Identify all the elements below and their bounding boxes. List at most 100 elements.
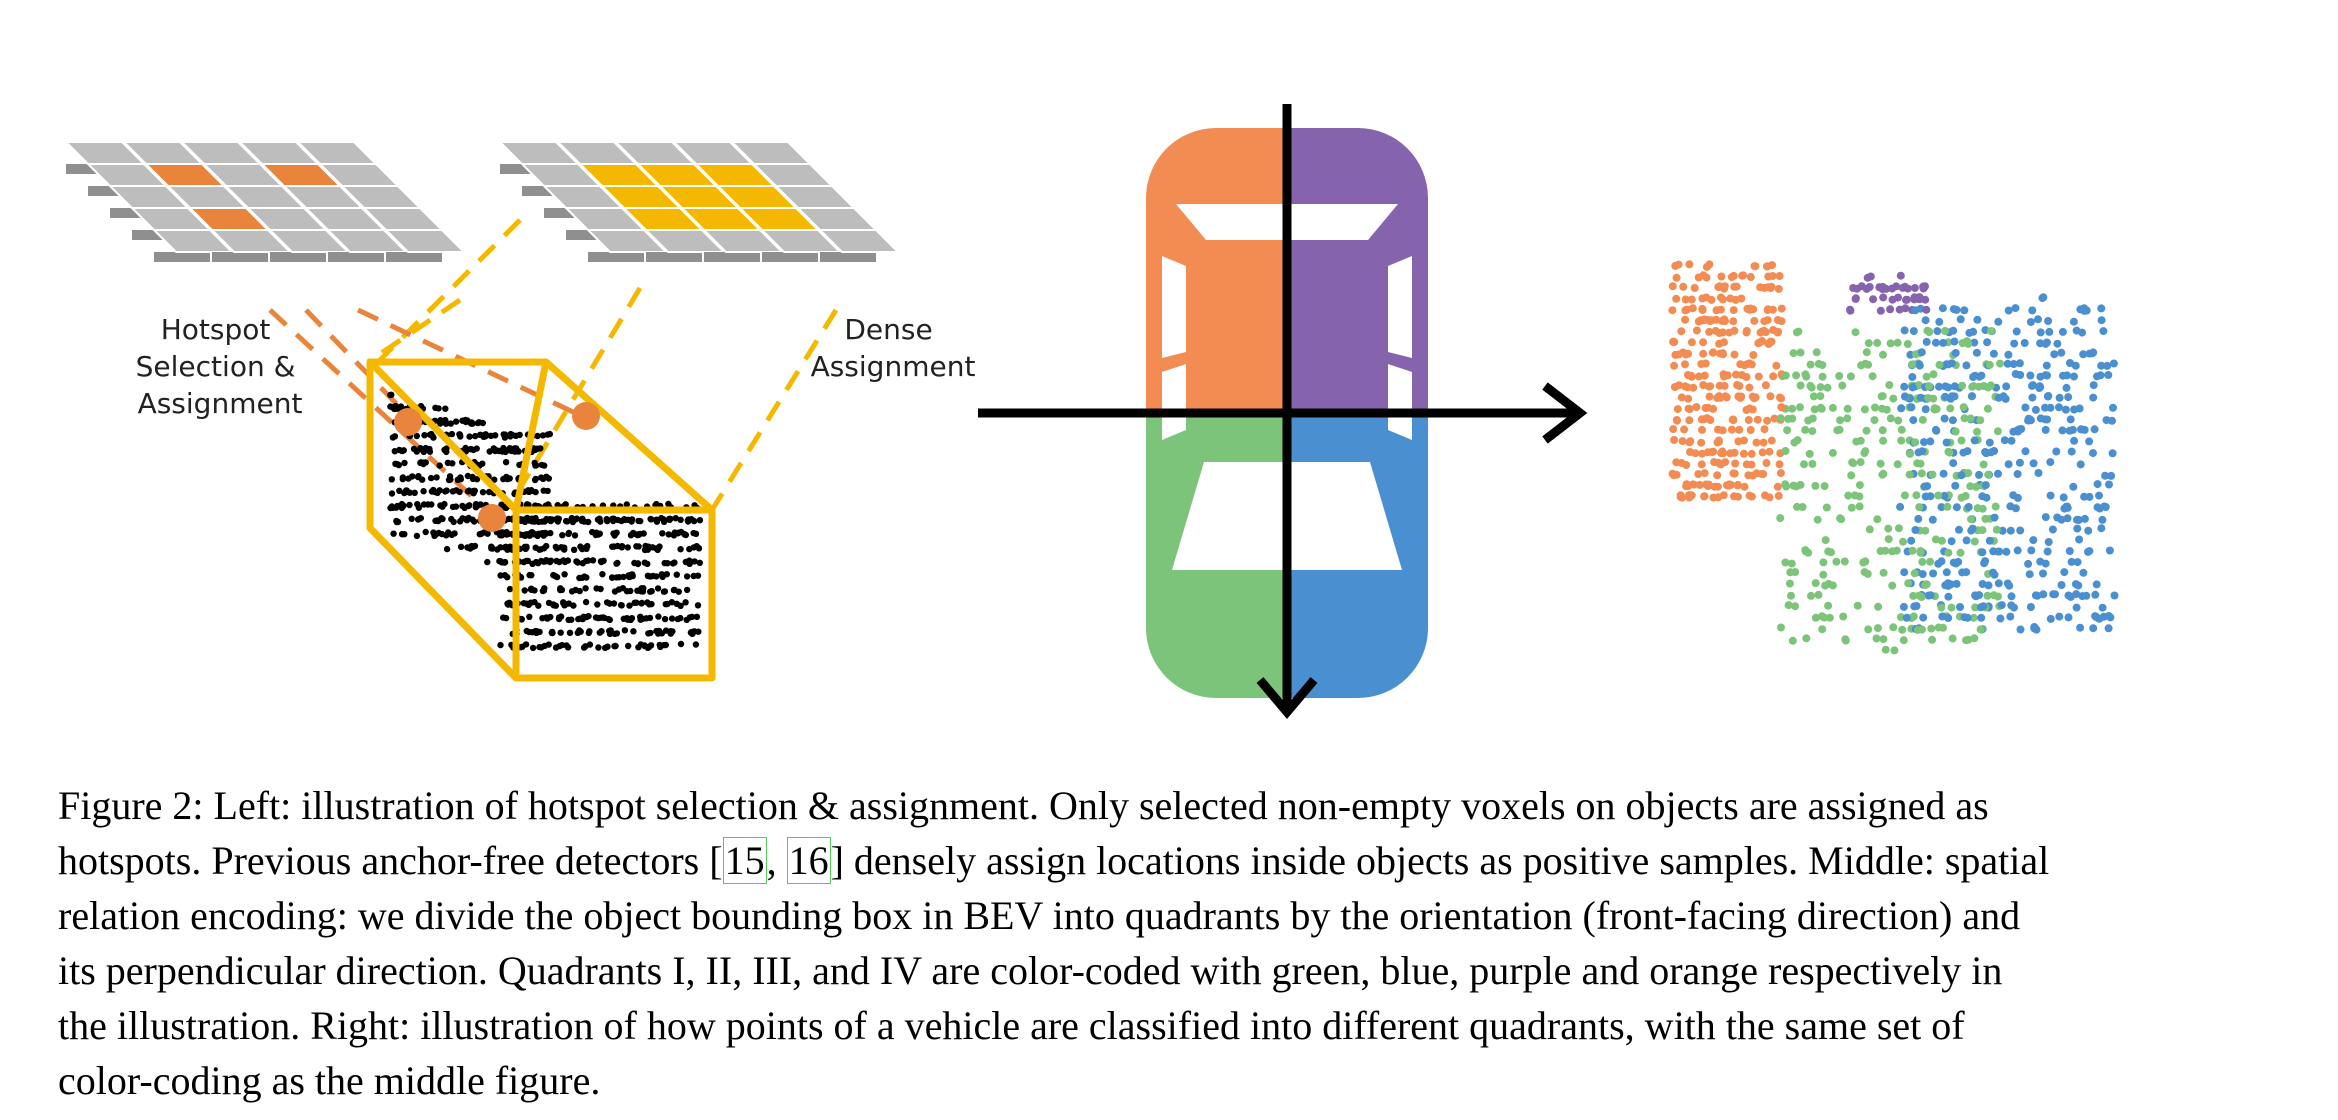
lidar-point [1926,437,1935,446]
lidar-point [1977,371,1986,380]
lidar-point [625,642,632,650]
lidar-point [2089,381,2098,390]
lidar-point [1784,601,1793,610]
lidar-point [566,629,574,636]
lidar-point [1879,293,1888,302]
lidar-point [525,488,533,495]
lidar-point [2017,425,2026,433]
lidar-point [2075,404,2084,413]
lidar-point [1821,536,1830,545]
lidar-point [1807,383,1816,392]
lidar-point [1868,372,1877,381]
lidar-point [1882,284,1891,293]
lidar-point [2064,591,2073,600]
lidar-point [1818,625,1827,634]
lidar-point [1778,403,1786,412]
lidar-point [409,473,416,480]
lidar-point [539,518,546,525]
lidar-point [401,531,408,538]
lidar-point [543,542,550,550]
lidar-point [583,545,590,552]
lidar-point [573,558,580,565]
lidar-point [1670,383,1679,391]
lidar-point [2073,524,2082,533]
lidar-point [1668,282,1677,291]
lidar-point [1908,360,1917,369]
lidar-point [648,600,655,608]
lidar-point [497,544,504,551]
lidar-point [1730,448,1739,457]
lidar-point [1722,393,1731,402]
lidar-point [421,432,428,439]
lidar-point [1701,404,1710,412]
lidar-point [635,644,642,651]
lidar-point [2007,436,2016,445]
caption-line-2-sep: , [766,838,787,883]
lidar-point [1804,416,1813,425]
lidar-point [2024,414,2033,423]
lidar-point [1763,416,1772,425]
lidar-point [1801,547,1810,556]
lidar-point [2080,305,2089,314]
lidar-point [539,615,546,622]
lidar-point [449,460,456,467]
lidar-point [526,613,533,620]
lidar-point [654,585,662,592]
lidar-point [2029,536,2038,545]
lidar-point [1721,317,1729,326]
lidar-point [1938,612,1947,621]
lidar-point [677,546,684,553]
lidar-point [1935,382,1943,391]
lidar-point [2066,415,2075,424]
lidar-point [1707,448,1716,456]
lidar-point [2069,482,2078,491]
lidar-point [2006,526,2015,535]
lidar-point [1928,635,1937,644]
lidar-point [450,518,457,526]
lidar-point [1796,381,1805,390]
lidar-point [1942,438,1951,447]
lidar-point [1894,524,1903,533]
lidar-point [2070,372,2078,381]
lidar-point [645,543,652,550]
lidar-point [582,557,590,565]
lidar-point [2011,370,2020,378]
lidar-point [1777,304,1786,313]
lidar-point [445,529,452,536]
lidar-point [1683,383,1692,392]
lidar-point [2073,558,2082,567]
lidar-point [1948,416,1957,425]
citation-link-15[interactable]: 15 [722,837,767,884]
lidar-point [1735,425,1744,434]
lidar-point [677,640,685,648]
lidar-point [1700,469,1709,478]
lidar-point [2073,515,2081,524]
lidar-point [550,602,557,609]
lidar-point [1756,338,1765,347]
lidar-point [1911,526,1920,534]
lidar-point [665,500,672,508]
lidar-point [497,572,504,579]
lidar-point [1915,294,1924,303]
lidar-point [1720,372,1728,381]
lidar-point [686,557,693,564]
lidar-point [1862,426,1871,435]
lidar-point [435,529,442,537]
lidar-point [2046,458,2055,467]
lidar-point [1989,349,1998,358]
lidar-point [436,462,443,469]
lidar-point [1957,471,1966,480]
lidar-point [1918,557,1927,566]
lidar-point [1716,460,1725,469]
lidar-point [2059,371,2067,380]
lidar-point [661,641,668,649]
lidar-point [488,545,495,552]
lidar-point [1731,459,1740,468]
lidar-point [2044,538,2053,546]
lidar-point [2068,425,2077,434]
lidar-point [665,531,672,538]
lidar-point [2016,625,2025,634]
lidar-point [1873,624,1882,633]
lidar-point [654,546,661,554]
citation-link-16[interactable]: 16 [786,837,831,884]
